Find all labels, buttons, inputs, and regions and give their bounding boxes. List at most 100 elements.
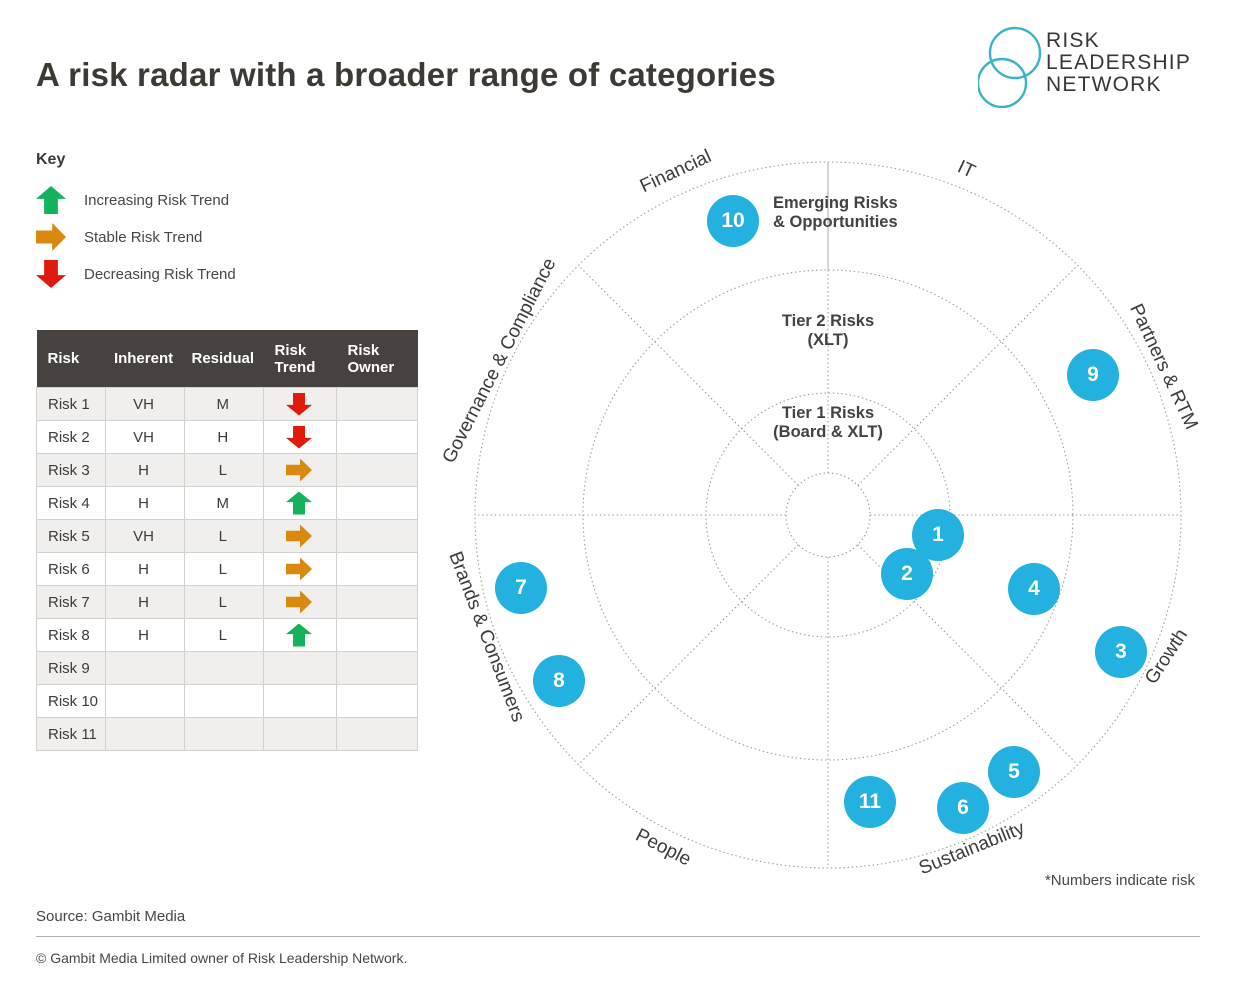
risk-trend-cell (263, 651, 337, 685)
inherent-cell: VH (104, 420, 185, 454)
risk-owner-cell (335, 519, 419, 553)
inherent-cell: H (104, 618, 185, 652)
copyright-text: © Gambit Media Limited owner of Risk Lea… (36, 950, 408, 966)
risk-owner-cell (335, 717, 419, 751)
risk-table-header: Risk Inherent Residual Risk Trend Risk O… (36, 330, 418, 388)
category-label: Governance & Compliance (438, 254, 561, 467)
col-header-risk-owner: Risk Owner (336, 330, 418, 388)
page-title: A risk radar with a broader range of cat… (36, 56, 776, 93)
risk-bubble-9: 9 (1067, 349, 1119, 401)
footer-divider (36, 936, 1200, 937)
risk-bubble-6: 6 (937, 782, 989, 834)
risk-bubble-7: 7 (495, 562, 547, 614)
stable-arrow-icon (286, 458, 312, 482)
risk-owner-cell (335, 387, 419, 421)
ring-label-tier2: Tier 2 Risks (XLT) (781, 312, 875, 349)
category-label: People (632, 824, 695, 871)
residual-cell: L (183, 519, 265, 553)
category-label: IT (954, 156, 979, 183)
risk-leadership-network-logo: RISK LEADERSHIP NETWORK (976, 22, 1200, 109)
logo-circles-icon (976, 26, 1042, 109)
residual-cell: M (183, 486, 265, 520)
risk-table: Risk Inherent Residual Risk Trend Risk O… (36, 330, 419, 751)
risk-name-cell: Risk 7 (36, 585, 106, 619)
risk-owner-cell (335, 585, 419, 619)
inherent-cell: H (104, 585, 185, 619)
risk-trend-cell (263, 684, 337, 718)
down-arrow-icon (286, 425, 312, 449)
risk-bubble-8: 8 (533, 655, 585, 707)
inherent-cell: H (104, 552, 185, 586)
inherent-cell: H (104, 453, 185, 487)
risk-owner-cell (335, 651, 419, 685)
key-item-label: Stable Risk Trend (84, 228, 203, 246)
key-item-up: Increasing Risk Trend (36, 185, 229, 215)
risk-owner-cell (335, 618, 419, 652)
inherent-cell (104, 684, 185, 718)
residual-cell: L (183, 585, 265, 619)
risk-name-cell: Risk 5 (36, 519, 106, 553)
ring-label-emerging: Emerging Risks & Opportunities (773, 194, 898, 231)
table-row: Risk 9 (36, 651, 419, 685)
down-arrow-icon (36, 260, 66, 288)
table-row: Risk 10 (36, 684, 419, 718)
risk-name-cell: Risk 9 (36, 651, 106, 685)
risk-name-cell: Risk 8 (36, 618, 106, 652)
up-arrow-icon (286, 491, 312, 515)
risk-bubble-4: 4 (1008, 563, 1060, 615)
key-item-down: Decreasing Risk Trend (36, 259, 236, 289)
logo-wordmark: RISK LEADERSHIP NETWORK (1046, 29, 1192, 96)
inherent-cell: H (104, 486, 185, 520)
residual-cell (183, 651, 265, 685)
residual-cell (183, 717, 265, 751)
category-label: Partners & RTM (1125, 300, 1202, 433)
inherent-cell: VH (104, 519, 185, 553)
inherent-cell (104, 717, 185, 751)
key-item-label: Increasing Risk Trend (84, 191, 230, 209)
stable-arrow-icon (36, 223, 66, 251)
risk-name-cell: Risk 6 (36, 552, 106, 586)
inherent-cell (104, 651, 185, 685)
stable-arrow-icon (286, 524, 312, 548)
risk-trend-cell (263, 717, 337, 751)
risk-name-cell: Risk 4 (36, 486, 106, 520)
stable-arrow-icon (286, 557, 312, 581)
risk-name-cell: Risk 3 (36, 453, 106, 487)
table-row: Risk 11 (36, 717, 419, 751)
key-item-stable: Stable Risk Trend (36, 222, 202, 252)
risk-trend-cell (263, 420, 337, 454)
risk-owner-cell (335, 684, 419, 718)
col-header-risk: Risk (36, 330, 106, 388)
risk-trend-cell (263, 585, 337, 619)
risk-name-cell: Risk 2 (36, 420, 106, 454)
key-item-label: Decreasing Risk Trend (84, 265, 236, 283)
risk-trend-cell (263, 519, 337, 553)
residual-cell: L (183, 453, 265, 487)
risk-owner-cell (335, 552, 419, 586)
col-header-residual: Residual (184, 330, 264, 388)
risk-bubble-10: 10 (707, 195, 759, 247)
category-label: Financial (636, 145, 715, 198)
source-text: Source: Gambit Media (36, 908, 186, 925)
risk-bubble-2: 2 (881, 548, 933, 600)
risk-bubble-11: 11 (844, 776, 896, 828)
risk-trend-cell (263, 486, 337, 520)
residual-cell: M (183, 387, 265, 421)
residual-cell: L (183, 618, 265, 652)
up-arrow-icon (36, 186, 66, 214)
risk-bubble-5: 5 (988, 746, 1040, 798)
risk-trend-cell (263, 453, 337, 487)
col-header-risk-trend: Risk Trend (263, 330, 337, 388)
risk-name-cell: Risk 11 (36, 717, 106, 751)
risk-owner-cell (335, 420, 419, 454)
col-header-inherent: Inherent (105, 330, 184, 388)
risk-name-cell: Risk 1 (36, 387, 106, 421)
stable-arrow-icon (286, 590, 312, 614)
